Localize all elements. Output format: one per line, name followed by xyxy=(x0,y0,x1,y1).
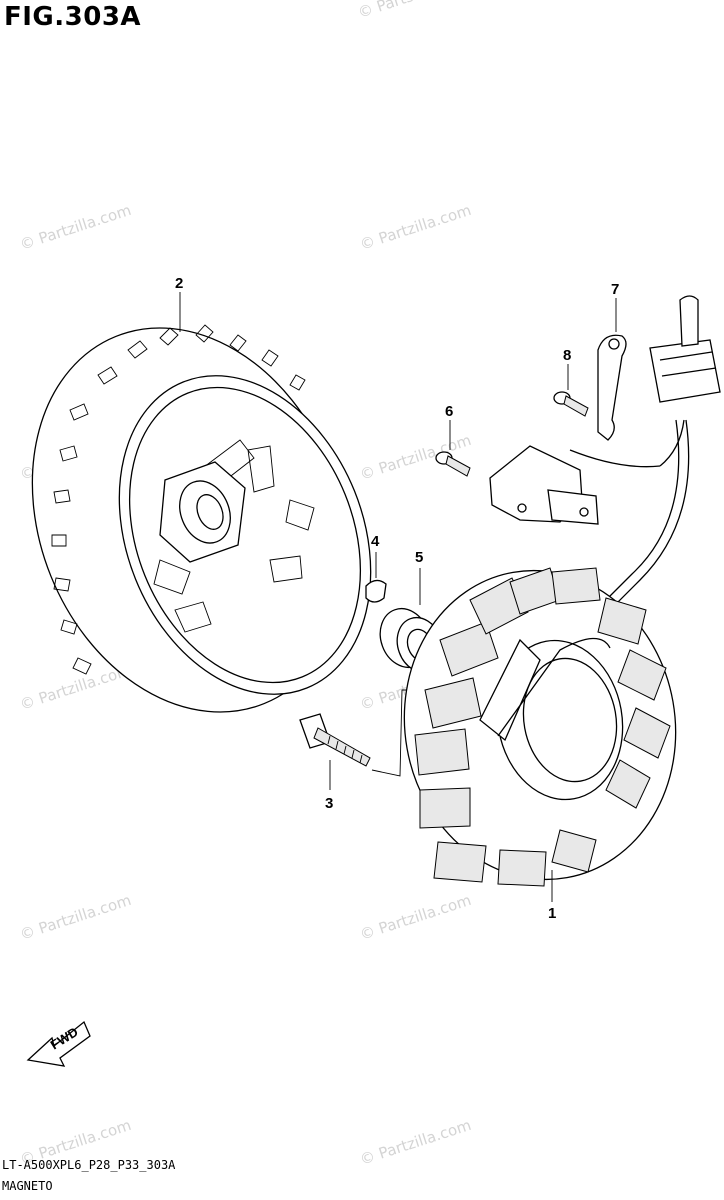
figure-name: MAGNETO xyxy=(2,1179,53,1193)
callout-5: 5 xyxy=(415,549,423,566)
watermark-row4-mid: © Partzilla.com xyxy=(358,891,474,944)
callout-6: 6 xyxy=(445,403,453,420)
fwd-arrow: FWD xyxy=(26,1020,91,1067)
watermark-row4-left: © Partzilla.com xyxy=(18,891,134,944)
figure-code: LT-A500XPL6_P28_P33_303A xyxy=(2,1158,176,1172)
part-6-screw xyxy=(435,420,471,477)
pickup-coil xyxy=(489,445,661,525)
part-1-stator xyxy=(403,567,677,902)
watermark-top-center: © Parts xyxy=(356,0,416,22)
callout-4: 4 xyxy=(371,533,380,550)
callouts: 1 2 3 4 5 6 7 8 xyxy=(175,275,619,922)
callout-2: 2 xyxy=(175,275,183,292)
callout-1: 1 xyxy=(548,905,556,922)
watermark-row2-mid: © Partzilla.com xyxy=(358,431,474,484)
watermark-row1-left: © Partzilla.com xyxy=(18,201,134,254)
part-8-screw xyxy=(553,364,589,417)
callout-7: 7 xyxy=(611,281,619,298)
part-3-bolt xyxy=(299,689,410,790)
wire-harness xyxy=(573,295,721,641)
watermark-row1-mid: © Partzilla.com xyxy=(358,201,474,254)
callout-8: 8 xyxy=(563,347,571,364)
figure-title: FIG.303A xyxy=(4,2,142,32)
part-2-flywheel-rotor xyxy=(31,292,372,713)
watermark-row5-mid: © Partzilla.com xyxy=(358,1116,474,1169)
callout-3: 3 xyxy=(325,795,333,812)
part-4-key xyxy=(365,552,387,603)
part-7-clamp xyxy=(597,298,627,441)
